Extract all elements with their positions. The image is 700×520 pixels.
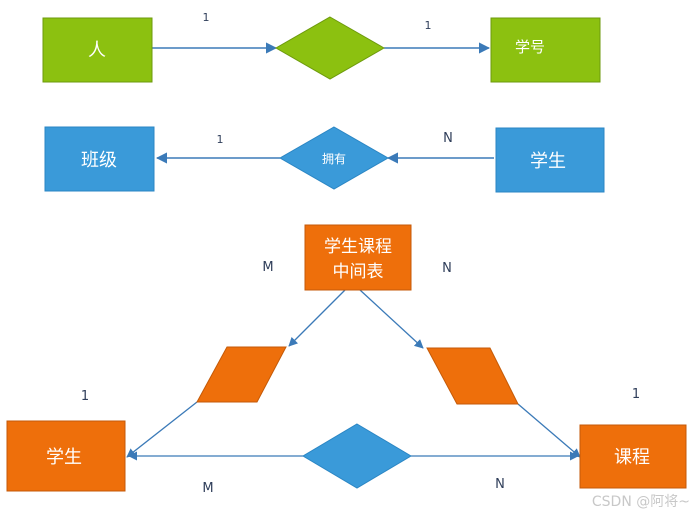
entity-student-row2 [495, 127, 605, 193]
relation-parallelogram-right [426, 347, 519, 405]
row3-right-para-to-course [517, 403, 581, 458]
relation-diamond-has [278, 126, 390, 190]
entity-class [44, 126, 155, 192]
entity-student-id [490, 17, 601, 83]
row3-top-left-cardinality: M [262, 260, 273, 275]
row3-left-para-to-student [126, 401, 198, 458]
row3-bottom-right-cardinality: N [495, 477, 505, 492]
junction-label-line2: 中间表 [333, 262, 384, 282]
row3-mid-to-left-para [288, 289, 346, 347]
row3-top-right-cardinality: N [442, 261, 452, 276]
entity-student-id-label: 学号 [515, 38, 545, 56]
entity-person-label: 人 [88, 40, 106, 61]
row3-mid-to-right-para [359, 289, 424, 349]
junction-label-line1: 学生课程 [324, 237, 392, 257]
entity-student-row3-label: 学生 [46, 447, 82, 468]
row1-left-cardinality: 1 [203, 11, 210, 24]
row1-one-to-one: 人 学号 1 1 [42, 11, 601, 83]
entity-student-row2-label: 学生 [530, 151, 566, 172]
row3-bottom-left-cardinality: M [202, 481, 213, 496]
row2-left-cardinality: 1 [217, 133, 224, 146]
row3-left-cardinality: 1 [81, 389, 89, 404]
entity-person [42, 17, 153, 83]
entity-class-label: 班级 [81, 150, 117, 171]
watermark: CSDN @阿将~ [592, 494, 690, 510]
row2-right-cardinality: N [443, 131, 453, 146]
row2-one-to-many: 班级 拥有 学生 1 N [44, 126, 605, 193]
relation-parallelogram-left [196, 346, 287, 403]
entity-course [579, 424, 687, 489]
relation-diamond-row1 [274, 16, 386, 80]
entity-student-row3 [6, 420, 126, 492]
relation-diamond-row3 [302, 423, 412, 489]
entity-student-course-junction [304, 224, 412, 291]
entity-course-label: 课程 [614, 447, 650, 468]
relation-has-label: 拥有 [322, 152, 346, 166]
row1-right-cardinality: 1 [425, 19, 432, 32]
row3-many-to-many: 学生课程 中间表 学生 课程 M N 1 1 M N [6, 224, 687, 496]
row3-right-cardinality: 1 [632, 387, 640, 402]
